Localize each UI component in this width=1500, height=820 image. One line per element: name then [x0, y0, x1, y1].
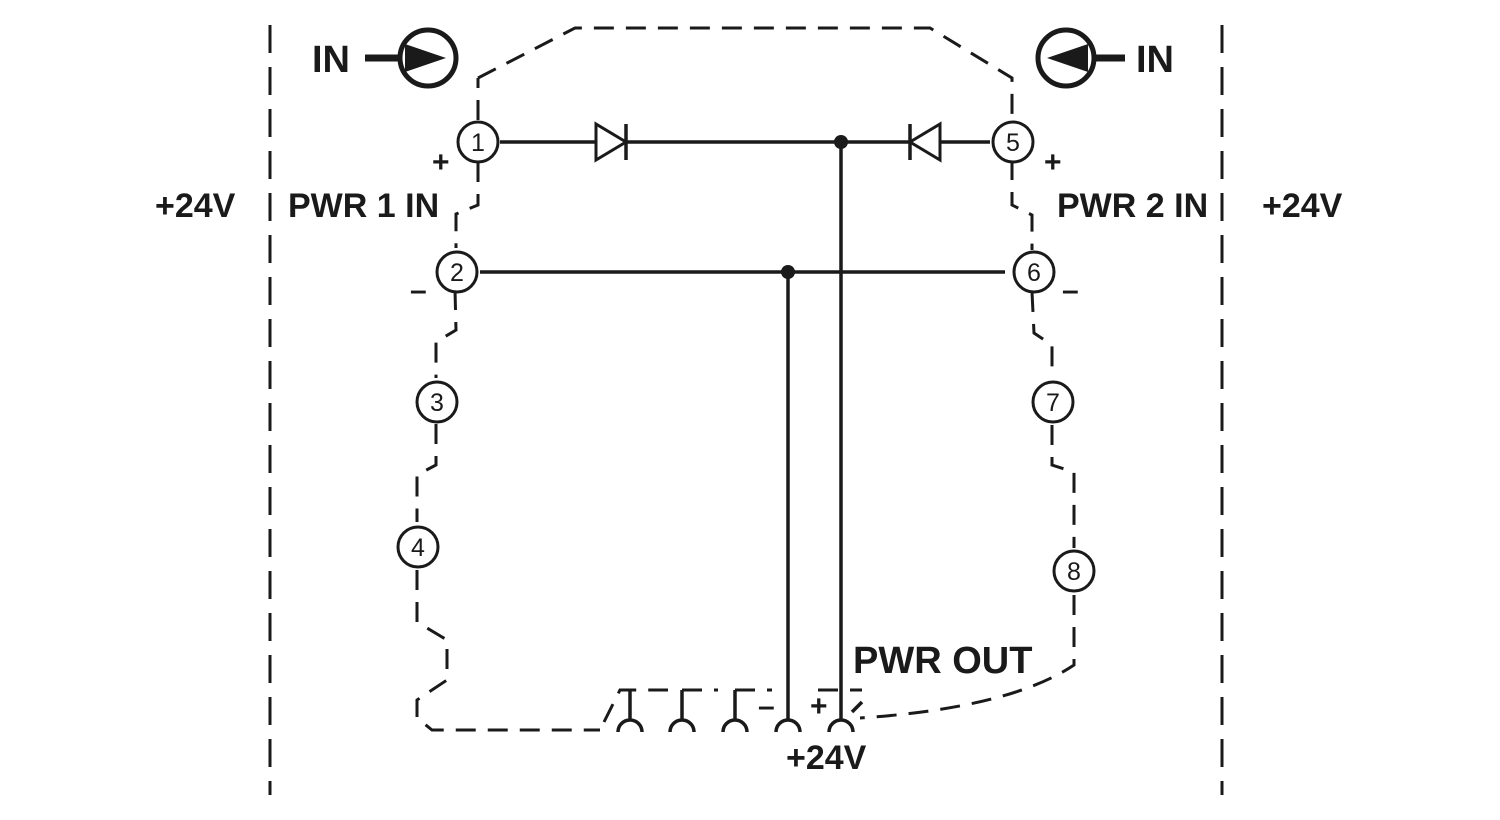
junction-dot-negative: [781, 265, 795, 279]
voltage-left-label: +24V: [155, 187, 236, 225]
pwr-out-label: PWR OUT: [853, 640, 1032, 682]
junction-dot-positive: [834, 135, 848, 149]
terminal-5: 5: [991, 120, 1035, 164]
terminal-5-label: 5: [1006, 129, 1020, 157]
module-housing-outline: [415, 26, 1076, 732]
pwr1-in-label: PWR 1 IN: [288, 187, 439, 225]
bottom-contact-1-arc: [616, 690, 644, 733]
pwr2-in-label: PWR 2 IN: [1057, 187, 1208, 225]
terminal-1: 1: [456, 120, 500, 164]
terminal-8: 8: [1052, 549, 1096, 593]
terminal-4-label: 4: [411, 534, 425, 562]
out-plus-sign: +: [810, 690, 828, 723]
terminal-6: 6: [1012, 250, 1056, 294]
voltage-right-label: +24V: [1262, 187, 1343, 225]
terminal-3: 3: [415, 380, 459, 424]
bottom-contact-2-arc: [668, 690, 696, 733]
terminal-7-label: 7: [1046, 389, 1060, 417]
bottom-contact-minus-arc: [774, 718, 802, 733]
diode-left: [594, 121, 629, 163]
bottom-contact-tick: [850, 700, 864, 714]
diode-right: [907, 121, 942, 163]
terminal-2: 2: [435, 250, 479, 294]
terminal-4: 4: [396, 525, 440, 569]
in-right-arrow: [1035, 27, 1125, 89]
terminal-6-label: 6: [1027, 259, 1041, 287]
bottom-contact-3-arc: [721, 690, 749, 733]
out-voltage-label: +24V: [786, 739, 867, 777]
minus-sign-terminal-6: –: [1062, 274, 1079, 307]
terminal-1-label: 1: [471, 129, 485, 157]
terminal-8-label: 8: [1067, 558, 1081, 586]
in-left-label: IN: [312, 39, 350, 81]
terminal-2-label: 2: [450, 259, 464, 287]
plus-sign-terminal-1: +: [432, 146, 450, 179]
terminal-7: 7: [1031, 380, 1075, 424]
in-right-label: IN: [1136, 39, 1174, 81]
bottom-contacts: [602, 688, 862, 723]
bottom-contact-plus-arc: [827, 718, 855, 733]
in-left-arrow: [365, 27, 459, 89]
minus-sign-terminal-2: –: [410, 274, 427, 307]
terminal-3-label: 3: [430, 389, 444, 417]
plus-sign-terminal-5: +: [1044, 146, 1062, 179]
out-minus-sign: –: [758, 690, 775, 723]
